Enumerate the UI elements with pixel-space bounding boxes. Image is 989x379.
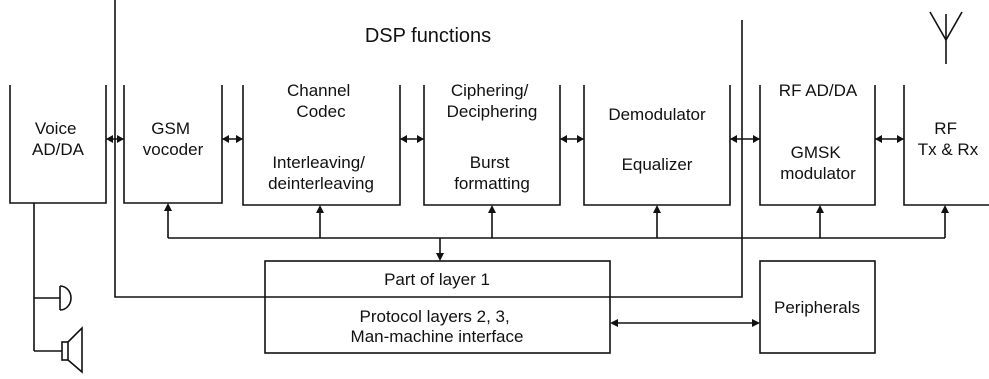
antenna-icon: [929, 11, 963, 64]
voice-adda-block: [9, 85, 107, 204]
peripherals-label: Peripherals: [774, 298, 860, 317]
demodulator-block: [583, 85, 731, 206]
rf-txrx-label: RF Tx & Rx: [918, 119, 979, 159]
speaker-icon: [34, 326, 83, 374]
peripherals-block: [759, 260, 876, 354]
peripherals-link: [610, 319, 760, 327]
voice-adda-label: Voice AD/DA: [32, 119, 85, 159]
rf-adda-block: [759, 85, 876, 206]
dsp-boundary: [114, 0, 743, 298]
gsm-vocoder-label: GSM vocoder: [143, 119, 204, 159]
channel-codec-block: [242, 85, 401, 206]
rf-txrx-block: [903, 85, 989, 206]
microphone-icon: [34, 285, 72, 311]
equalizer-label: Equalizer: [622, 155, 693, 174]
interleaving-label: Interleaving/ deinterleaving: [268, 153, 374, 193]
dsp-title: DSP functions: [365, 25, 491, 47]
demodulator-label: Demodulator: [608, 105, 706, 124]
control-bus: [164, 203, 949, 261]
ciphering-label: Ciphering/ Deciphering: [447, 81, 538, 121]
protocol-label: Protocol layers 2, 3, Man-machine interf…: [351, 307, 524, 346]
protocol-block: [264, 260, 611, 354]
rf-adda-label: RF AD/DA: [779, 81, 858, 100]
channel-codec-label: Channel Codec: [287, 81, 355, 121]
gsm-vocoder-block: [123, 85, 223, 204]
burst-formatting-label: Burst formatting: [454, 153, 530, 193]
gmsk-modulator-label: GMSK modulator: [780, 143, 856, 183]
layer1-label: Part of layer 1: [384, 270, 490, 289]
block-links: [106, 135, 904, 143]
